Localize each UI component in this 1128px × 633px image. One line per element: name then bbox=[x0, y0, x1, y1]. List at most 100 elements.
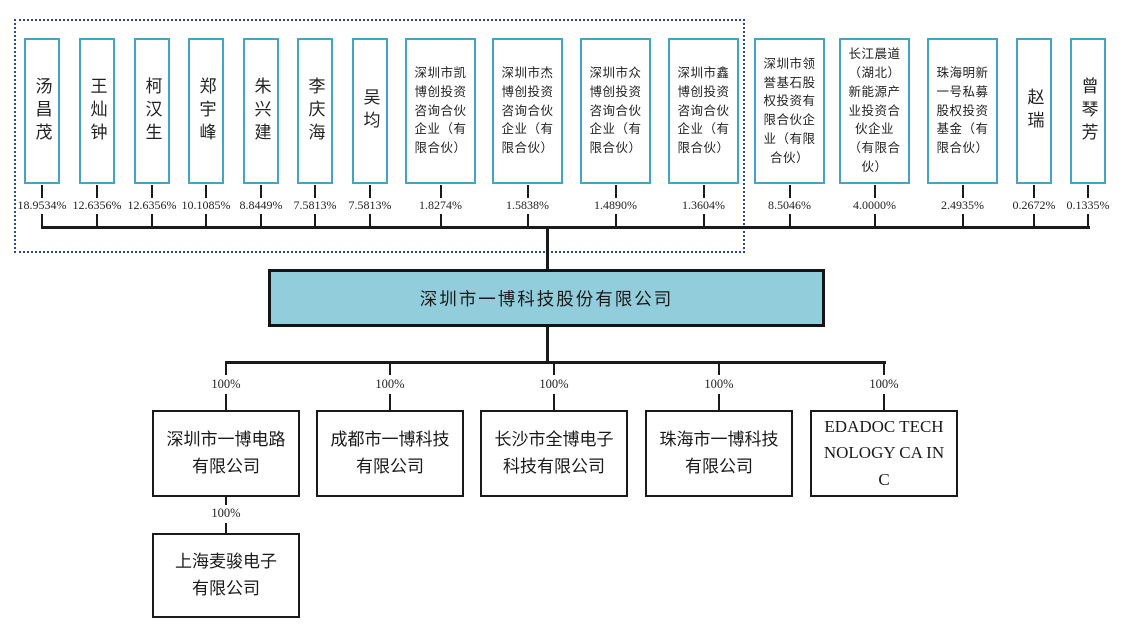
second-tier-subsidiary-name: 上海麦骏电子有限公司 bbox=[175, 552, 277, 598]
connector-line bbox=[314, 185, 316, 198]
shareholder-name: 王灿钟 bbox=[87, 76, 107, 146]
connector-line bbox=[151, 214, 153, 227]
shareholder-box: 朱兴建 bbox=[243, 38, 279, 184]
ownership-percentage: 4.0000% bbox=[853, 198, 896, 212]
shareholder-name: 柯汉生 bbox=[142, 76, 162, 146]
ownership-percentage: 100% bbox=[211, 506, 241, 520]
subsidiary-box: 深圳市一博电路有限公司 bbox=[152, 410, 300, 497]
subsidiary-name: EDADOC TECHNOLOGY CA INC bbox=[823, 416, 945, 489]
shareholder-name: 深圳市众博创投资咨询合伙企业（有限合伙） bbox=[589, 66, 642, 156]
shareholder-box: 李庆海 bbox=[297, 38, 333, 184]
subsidiary-box: 成都市一博科技有限公司 bbox=[316, 410, 464, 497]
shareholder-box: 深圳市鑫博创投资咨询合伙企业（有限合伙） bbox=[668, 38, 739, 184]
connector-line bbox=[41, 214, 43, 227]
connector-line bbox=[439, 214, 442, 227]
connector-line bbox=[718, 394, 720, 411]
connector-line bbox=[883, 363, 885, 375]
ownership-percentage: 0.1335% bbox=[1066, 198, 1110, 212]
shareholder-box: 王灿钟 bbox=[79, 38, 115, 184]
shareholder-name: 长江晨道（湖北）新能源产业投资合伙企业（有限合伙） bbox=[848, 47, 901, 174]
ownership-percentage: 8.5046% bbox=[768, 198, 811, 212]
connector-line bbox=[788, 185, 791, 198]
connector-line bbox=[41, 185, 43, 198]
shareholder-box: 深圳市领誉基石股权投资有限合伙企业（有限合伙） bbox=[754, 38, 825, 184]
ownership-percentage: 1.5838% bbox=[506, 198, 549, 212]
second-tier-subsidiary-box: 上海麦骏电子有限公司 bbox=[152, 533, 300, 618]
shareholder-box: 曾琴芳 bbox=[1070, 38, 1106, 184]
shareholders-bus-line bbox=[41, 226, 1090, 229]
subsidiaries-bus-line bbox=[225, 361, 886, 364]
ownership-percentage: 7.5813% bbox=[348, 198, 392, 212]
shareholder-name: 曾琴芳 bbox=[1078, 76, 1098, 146]
shareholder-box: 郑宇峰 bbox=[188, 38, 224, 184]
connector-line bbox=[883, 394, 885, 411]
ownership-percentage: 100% bbox=[869, 377, 899, 391]
shareholder-name: 赵瑞 bbox=[1024, 88, 1044, 134]
ownership-percentage: 10.1085% bbox=[181, 198, 231, 212]
subsidiary-box: 长沙市全博电子科技有限公司 bbox=[480, 410, 628, 497]
parent-company-box: 深圳市一博科技股份有限公司 bbox=[268, 269, 825, 327]
shareholder-name: 深圳市杰博创投资咨询合伙企业（有限合伙） bbox=[501, 66, 554, 156]
connector-line bbox=[614, 214, 617, 227]
connector-line bbox=[96, 214, 98, 227]
company-to-subsidiaries-line bbox=[546, 327, 549, 361]
shareholder-box: 柯汉生 bbox=[134, 38, 170, 184]
connector-line bbox=[225, 497, 227, 505]
connector-line bbox=[225, 394, 227, 411]
ownership-percentage: 18.9534% bbox=[17, 198, 67, 212]
connector-line bbox=[553, 394, 555, 411]
connector-line bbox=[389, 363, 391, 375]
connector-line bbox=[1033, 214, 1035, 227]
ownership-percentage: 100% bbox=[375, 377, 405, 391]
connector-line bbox=[1087, 214, 1089, 227]
shareholder-box: 珠海明新一号私募股权投资基金（有限合伙） bbox=[927, 38, 998, 184]
connector-line bbox=[96, 185, 98, 198]
connector-line bbox=[614, 185, 617, 198]
shareholder-box: 深圳市杰博创投资咨询合伙企业（有限合伙） bbox=[492, 38, 563, 184]
ownership-percentage: 1.8274% bbox=[419, 198, 462, 212]
subsidiary-box: EDADOC TECHNOLOGY CA INC bbox=[810, 410, 958, 497]
shareholder-box: 深圳市凯博创投资咨询合伙企业（有限合伙） bbox=[405, 38, 476, 184]
connector-line bbox=[961, 214, 964, 227]
shareholder-box: 赵瑞 bbox=[1016, 38, 1052, 184]
connector-line bbox=[788, 214, 791, 227]
subsidiary-name: 深圳市一博电路有限公司 bbox=[166, 430, 286, 476]
ownership-percentage: 100% bbox=[704, 377, 734, 391]
subsidiary-name: 珠海市一博科技有限公司 bbox=[659, 430, 779, 476]
shareholder-box: 深圳市众博创投资咨询合伙企业（有限合伙） bbox=[580, 38, 651, 184]
connector-line bbox=[151, 185, 153, 198]
shareholder-box: 吴均 bbox=[352, 38, 388, 184]
connector-line bbox=[961, 185, 964, 198]
connector-line bbox=[702, 214, 705, 227]
connector-line bbox=[873, 185, 876, 198]
connector-line bbox=[225, 523, 227, 533]
connector-line bbox=[439, 185, 442, 198]
subsidiary-name: 长沙市全博电子科技有限公司 bbox=[494, 430, 614, 476]
connector-line bbox=[260, 214, 262, 227]
shareholder-box: 长江晨道（湖北）新能源产业投资合伙企业（有限合伙） bbox=[839, 38, 910, 184]
connector-line bbox=[553, 363, 555, 375]
parent-company-name: 深圳市一博科技股份有限公司 bbox=[419, 288, 674, 309]
connector-line bbox=[873, 214, 876, 227]
shareholder-name: 深圳市鑫博创投资咨询合伙企业（有限合伙） bbox=[677, 66, 730, 156]
shareholder-name: 珠海明新一号私募股权投资基金（有限合伙） bbox=[936, 66, 989, 156]
shareholder-box: 汤昌茂 bbox=[24, 38, 60, 184]
connector-line bbox=[1033, 185, 1035, 198]
ownership-percentage: 100% bbox=[211, 377, 241, 391]
ownership-percentage: 7.5813% bbox=[293, 198, 337, 212]
ownership-percentage: 2.4935% bbox=[941, 198, 984, 212]
connector-line bbox=[1087, 185, 1089, 198]
connector-line bbox=[205, 185, 207, 198]
founders-group-dashed-outline bbox=[14, 19, 745, 253]
connector-line bbox=[314, 214, 316, 227]
shareholder-name: 李庆海 bbox=[305, 76, 325, 146]
connector-line bbox=[526, 185, 529, 198]
connector-line bbox=[369, 185, 371, 198]
connector-line bbox=[718, 363, 720, 375]
connector-line bbox=[225, 363, 227, 375]
connector-line bbox=[205, 214, 207, 227]
ownership-percentage: 12.6356% bbox=[127, 198, 177, 212]
subsidiary-name: 成都市一博科技有限公司 bbox=[330, 430, 450, 476]
connector-line bbox=[526, 214, 529, 227]
